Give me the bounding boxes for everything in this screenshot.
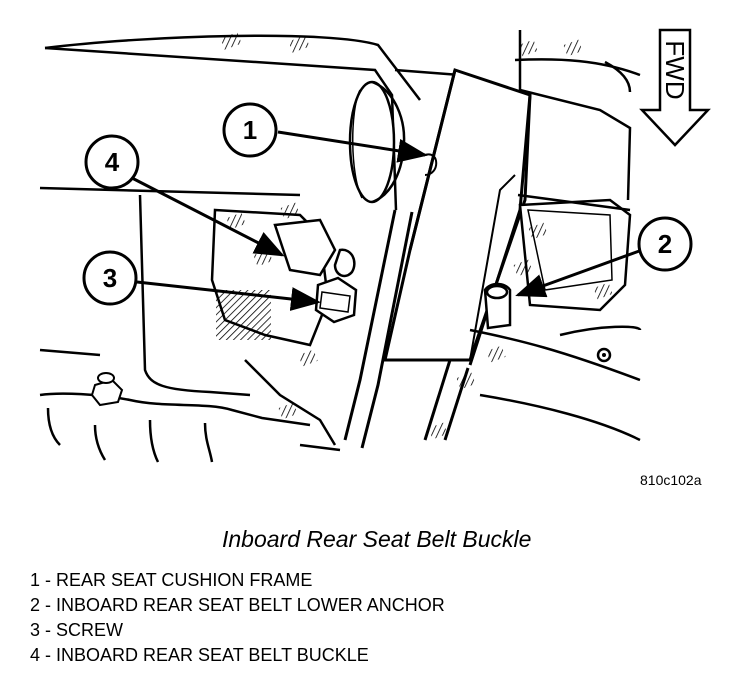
figure-reference-code: 810c102a [640, 472, 702, 488]
callout-leader-lines [131, 130, 643, 311]
seat-back-outline [44, 30, 641, 211]
leader-line-4 [131, 176, 285, 257]
callout-1: 1 [222, 102, 278, 158]
callout-4: 4 [84, 134, 140, 190]
parts-legend: 1 - REAR SEAT CUSHION FRAME 2 - INBOARD … [30, 568, 445, 668]
screw-hex-head [314, 248, 358, 324]
fwd-label: FWD [660, 40, 690, 99]
leader-line-1 [277, 130, 428, 163]
callout-2-number: 2 [658, 229, 672, 259]
floor-panel-outline [39, 186, 642, 463]
legend-item: 1 - REAR SEAT CUSHION FRAME [30, 570, 313, 590]
figure-caption-title: Inboard Rear Seat Belt Buckle [222, 526, 532, 552]
leader-line-2 [515, 248, 643, 298]
carpet-texture-marks [220, 32, 613, 440]
forward-direction-arrow: FWD [639, 28, 711, 147]
legend-item: 4 - INBOARD REAR SEAT BELT BUCKLE [30, 645, 369, 665]
anchor-bracket-left [210, 208, 337, 446]
callout-1-number: 1 [243, 115, 257, 145]
floor-bolt [90, 372, 124, 407]
anchor-bracket-right [483, 193, 632, 363]
leader-line-3 [136, 280, 321, 311]
seat-belt-buckle-illustration: FWD 1 2 3 4 [39, 28, 711, 463]
callout-3: 3 [82, 250, 138, 306]
legend-item: 3 - SCREW [30, 620, 124, 640]
callout-3-number: 3 [103, 263, 117, 293]
callout-4-number: 4 [105, 147, 120, 177]
callout-2: 2 [637, 216, 693, 272]
legend-item: 2 - INBOARD REAR SEAT BELT LOWER ANCHOR [30, 595, 445, 615]
